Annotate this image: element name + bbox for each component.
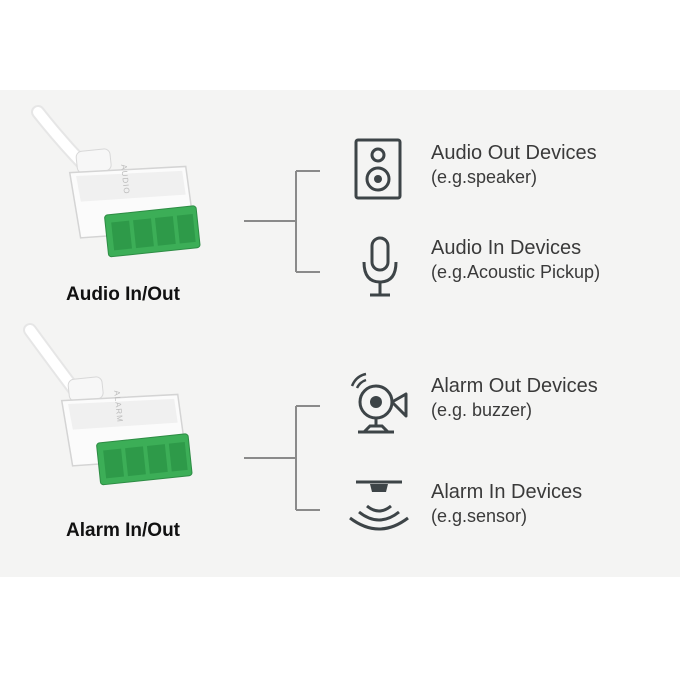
alarm-out-devices-label: Alarm Out Devices (e.g. buzzer)	[431, 374, 598, 422]
alarm-out-devices-example: (e.g. buzzer)	[431, 400, 533, 420]
audio-in-devices-title: Audio In Devices	[431, 237, 582, 259]
audio-connector-label: Audio In/Out	[66, 284, 180, 305]
alarm-connector-label: Alarm In/Out	[66, 520, 181, 541]
audio-plug	[68, 148, 201, 258]
alarm-in-devices-title: Alarm In Devices	[431, 481, 583, 503]
microphone-icon	[362, 236, 398, 297]
alarm-in-devices-label: Alarm In Devices (e.g.sensor)	[431, 480, 582, 528]
audio-in-devices-example: (e.g.Acoustic Pickup)	[431, 262, 601, 282]
audio-out-devices-title: Audio Out Devices	[431, 142, 597, 164]
audio-in-devices-label: Audio In Devices (e.g.Acoustic Pickup)	[431, 236, 600, 284]
audio-out-devices-label: Audio Out Devices (e.g.speaker)	[431, 141, 597, 189]
audio-out-devices-example: (e.g.speaker)	[431, 167, 538, 187]
speaker-icon	[354, 138, 402, 200]
sensor-icon	[349, 480, 409, 531]
alarm-plug	[60, 376, 193, 486]
alarm-in-devices-example: (e.g.sensor)	[431, 506, 528, 526]
alarm-out-devices-title: Alarm Out Devices	[431, 375, 598, 397]
buzzer-icon	[350, 372, 408, 434]
